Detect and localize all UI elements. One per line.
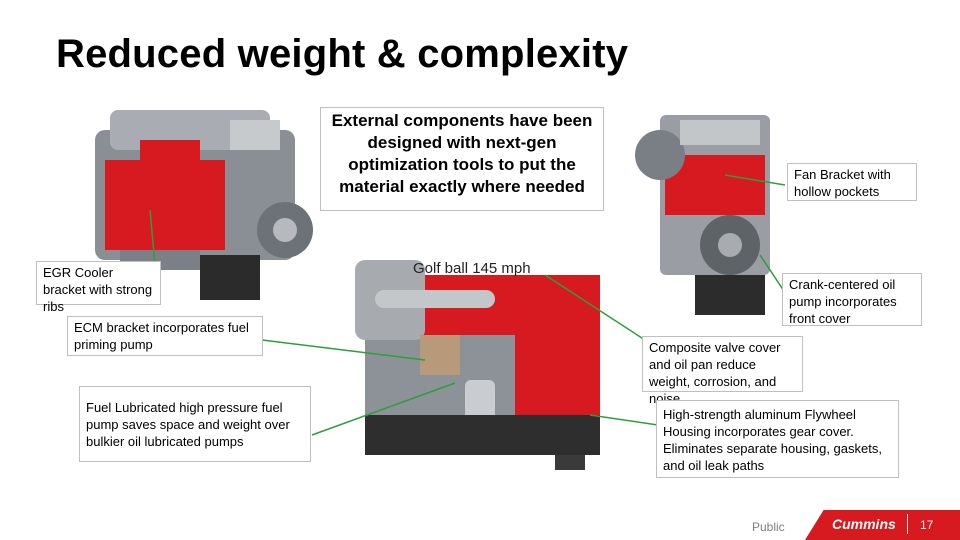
engine-image-left bbox=[60, 100, 320, 305]
footer-divider bbox=[907, 514, 908, 534]
callout-valve: Composite valve cover and oil pan reduce… bbox=[642, 336, 803, 406]
slide-title: Reduced weight & complexity bbox=[56, 32, 629, 76]
callout-ecm: ECM bracket incorporates fuel priming pu… bbox=[67, 316, 263, 356]
page-number: 17 bbox=[920, 518, 934, 532]
callout-flywheel: High-strength aluminum Flywheel Housing … bbox=[656, 400, 899, 478]
cummins-logo: Cummins bbox=[832, 516, 896, 532]
engine-image-right bbox=[630, 105, 790, 320]
classification-label: Public bbox=[752, 520, 785, 534]
footer-bar bbox=[805, 510, 960, 540]
callout-fuel: Fuel Lubricated high pressure fuel pump … bbox=[79, 386, 311, 462]
callout-crank: Crank-centered oil pump incorporates fro… bbox=[782, 273, 922, 326]
center-callout: External components have been designed w… bbox=[320, 107, 604, 211]
golf-ball-label: Golf ball 145 mph bbox=[413, 260, 531, 277]
callout-egr: EGR Cooler bracket with strong ribs bbox=[36, 261, 161, 314]
callout-fan: Fan Bracket with hollow pockets bbox=[787, 163, 917, 201]
